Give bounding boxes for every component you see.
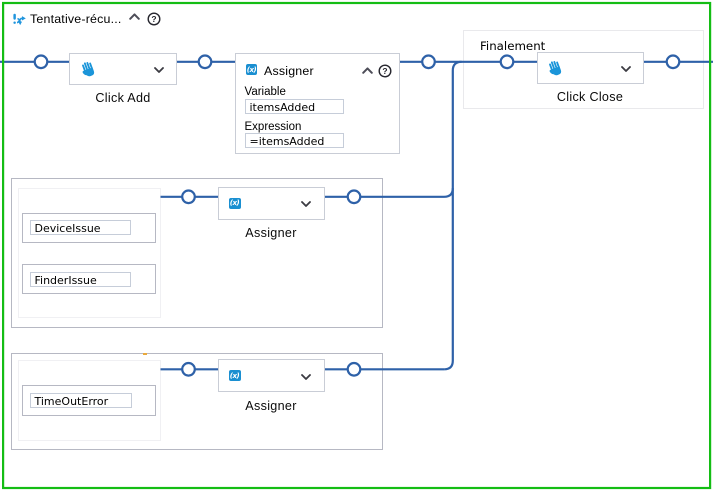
expand-chevron-down-icon[interactable] xyxy=(154,66,164,73)
expression-input[interactable]: =itemsAdded xyxy=(244,133,344,148)
assign-title: Assigner xyxy=(264,64,314,78)
assign-icon: (x) xyxy=(228,370,241,381)
node[interactable] xyxy=(346,361,362,377)
collapse-chevron-up-icon[interactable] xyxy=(129,12,140,20)
help-icon[interactable]: ? xyxy=(147,12,161,26)
trycatch-title: Tentative-récu... xyxy=(30,12,122,26)
hand-icon xyxy=(548,61,561,76)
catch-2-assign-label: Assigner xyxy=(245,398,297,413)
assign-icon: (x) xyxy=(246,64,257,75)
click-close-label: Click Close xyxy=(556,90,624,104)
hand-icon xyxy=(82,61,95,76)
expand-chevron-down-icon[interactable] xyxy=(301,373,311,380)
svg-text:?: ? xyxy=(382,66,387,76)
variable-input[interactable]: itemsAdded xyxy=(244,98,344,114)
collapse-chevron-up-icon[interactable] xyxy=(362,66,373,74)
expression-label: Expression xyxy=(244,121,302,133)
node[interactable] xyxy=(181,189,196,205)
assign-activity-expanded[interactable]: (x) Assigner ? Variable itemsAdded Expre… xyxy=(235,52,400,154)
click-add-activity[interactable] xyxy=(69,52,177,85)
node[interactable] xyxy=(421,54,436,70)
assign-icon: (x) xyxy=(228,197,241,209)
node[interactable] xyxy=(346,189,362,205)
node[interactable] xyxy=(33,54,49,70)
click-add-label: Click Add xyxy=(95,90,151,105)
variable-label: Variable xyxy=(244,86,286,98)
node[interactable] xyxy=(181,361,196,377)
catch-2-assign-activity[interactable]: (x) xyxy=(217,359,325,392)
merge-line xyxy=(444,60,462,371)
svg-text:?: ? xyxy=(151,14,156,24)
trycatch-icon xyxy=(13,13,26,25)
node[interactable] xyxy=(197,54,213,70)
node[interactable] xyxy=(665,54,681,70)
catch-1-assign-activity[interactable]: (x) xyxy=(217,186,325,220)
node[interactable] xyxy=(499,54,515,70)
catch-1-assign-label: Assigner xyxy=(245,226,297,240)
expand-chevron-down-icon[interactable] xyxy=(301,201,311,207)
help-icon[interactable]: ? xyxy=(378,63,392,78)
expand-chevron-down-icon[interactable] xyxy=(621,66,631,72)
click-close-activity[interactable] xyxy=(536,52,644,84)
